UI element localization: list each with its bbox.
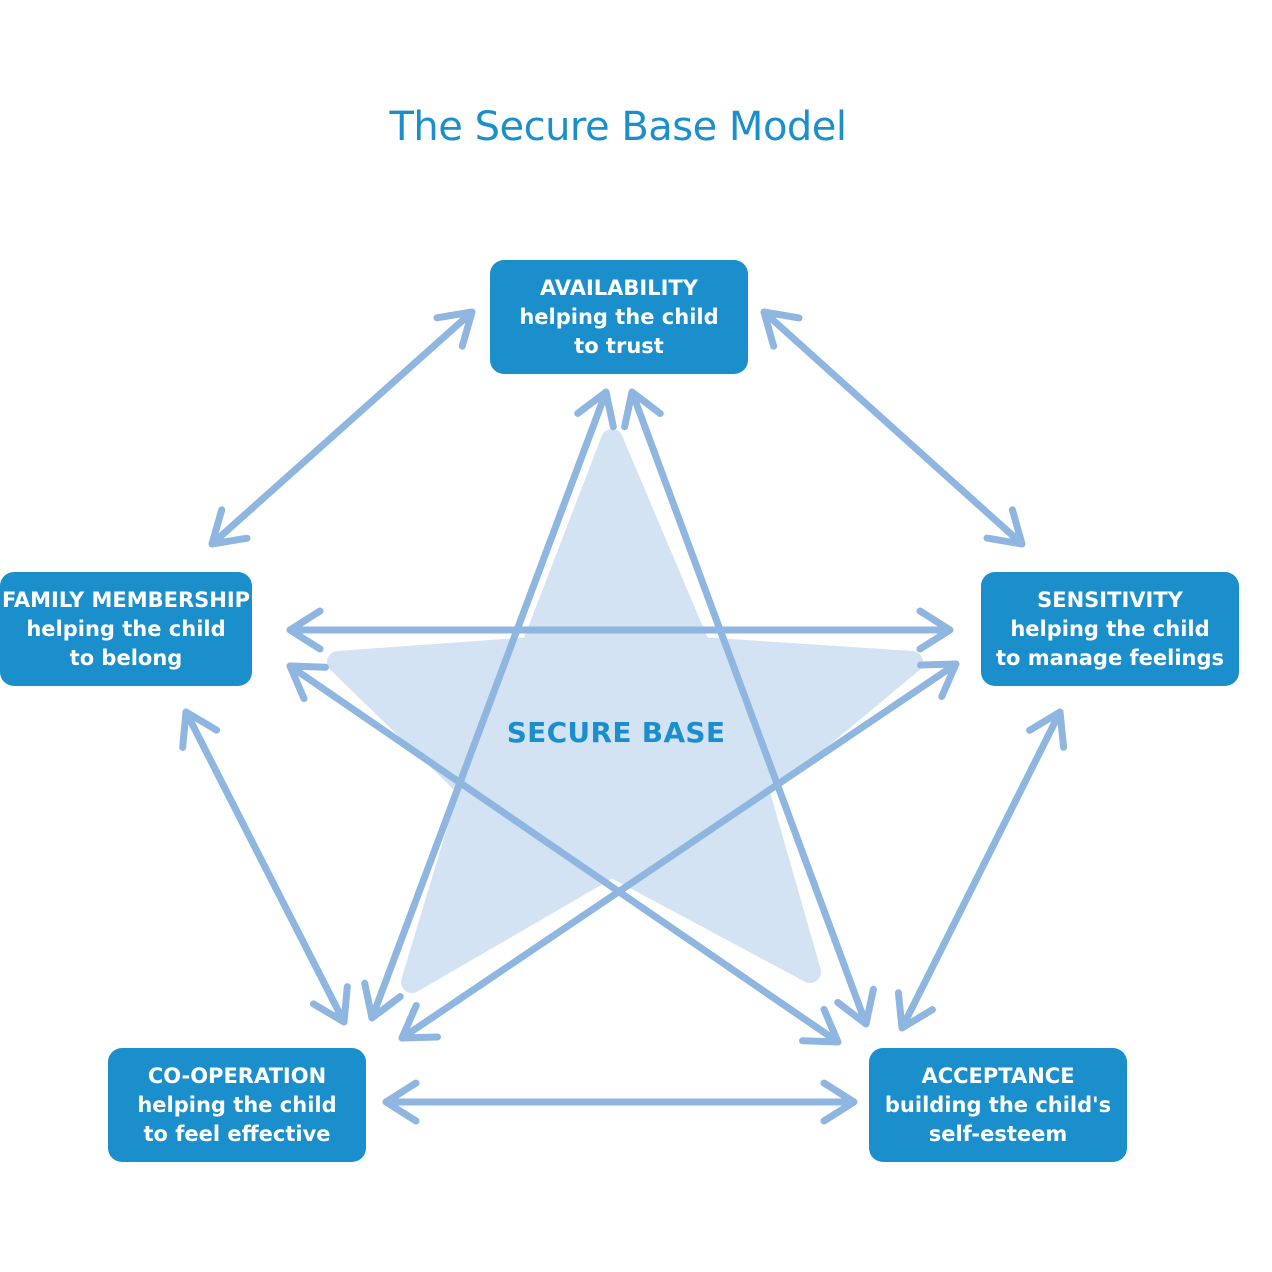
co-operation-box: CO-OPERATION helping the child to feel e… (108, 1048, 366, 1162)
relationship-arrows (179, 308, 1068, 1125)
co-operation-line1: helping the child (137, 1092, 337, 1117)
availability-family-arrow (208, 308, 476, 548)
availability-cooperation-arrow (361, 388, 617, 1022)
sensitivity-acceptance-arrow (894, 708, 1068, 1032)
availability-box: AVAILABILITY helping the child to trust (490, 260, 748, 374)
acceptance-line2: self-esteem (928, 1121, 1068, 1146)
availability-line2: to trust (574, 333, 664, 358)
acceptance-heading: ACCEPTANCE (921, 1063, 1075, 1088)
family-cooperation-arrow (179, 708, 351, 1026)
cooperation-acceptance-arrow (382, 1079, 858, 1125)
secure-base-label: SECURE BASE (506, 716, 726, 749)
acceptance-box: ACCEPTANCE building the child's self-est… (869, 1048, 1127, 1162)
family-sensitivity-arrow (286, 607, 954, 653)
family-membership-heading: FAMILY MEMBERSHIP (1, 587, 251, 612)
availability-heading: AVAILABILITY (540, 275, 698, 300)
family-membership-line1: helping the child (26, 616, 226, 641)
sensitivity-line1: helping the child (1010, 616, 1210, 641)
sensitivity-heading: SENSITIVITY (1037, 587, 1183, 612)
availability-sensitivity-arrow (760, 308, 1026, 548)
co-operation-line2: to feel effective (143, 1121, 331, 1146)
family-membership-line2: to belong (69, 645, 183, 670)
acceptance-line1: building the child's (884, 1092, 1112, 1117)
family-membership-box: FAMILY MEMBERSHIP helping the child to b… (0, 572, 252, 686)
secure-base-star (327, 429, 923, 993)
sensitivity-line2: to manage feelings (995, 645, 1225, 670)
availability-line1: helping the child (519, 304, 719, 329)
sensitivity-box: SENSITIVITY helping the child to manage … (981, 572, 1239, 686)
sensitivity-cooperation-arrow (398, 660, 960, 1042)
co-operation-heading: CO-OPERATION (147, 1063, 327, 1088)
availability-acceptance-arrow (621, 388, 877, 1028)
diagram-title: The Secure Base Model (389, 104, 847, 150)
family-acceptance-arrow (286, 662, 842, 1046)
